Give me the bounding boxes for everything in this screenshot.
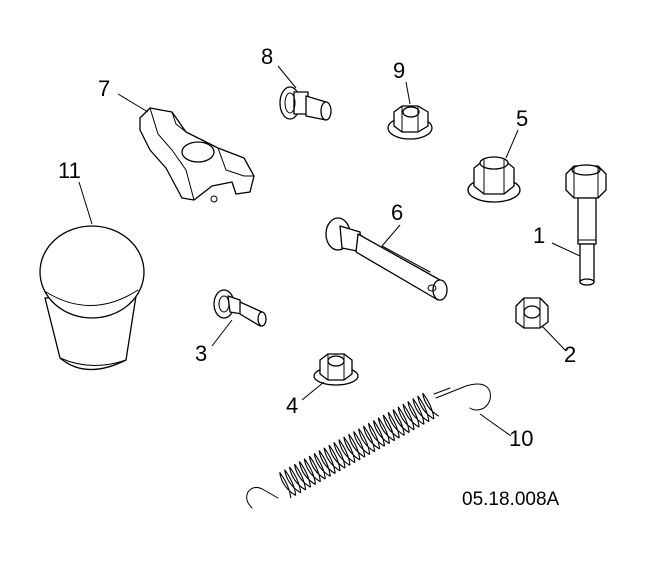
- callout-8: 8: [261, 44, 273, 69]
- callout-7: 7: [98, 76, 110, 101]
- leader-lines: [78, 65, 581, 437]
- callout-5: 5: [516, 106, 528, 131]
- callout-6: 6: [391, 200, 403, 225]
- callout-3: 3: [195, 341, 207, 366]
- part-9-flange-nut: [387, 105, 433, 140]
- callout-2: 2: [564, 342, 576, 367]
- part-4-flange-nut: [313, 353, 359, 386]
- part-11-knob: [39, 225, 145, 371]
- part-2-lock-nut: [515, 297, 549, 329]
- part-8-carriage-bolt: [279, 86, 332, 121]
- callout-10: 10: [509, 426, 533, 451]
- part-1-shoulder-bolt: [565, 164, 607, 286]
- part-3-carriage-bolt: [213, 289, 267, 327]
- part-10-spring: [246, 383, 491, 509]
- part-6-bolt: [325, 217, 448, 301]
- part-7-bracket: [139, 107, 255, 203]
- callout-11: 11: [58, 158, 81, 183]
- callout-9: 9: [393, 58, 405, 83]
- part-5-lock-nut: [467, 156, 521, 203]
- callouts: 11 7 8 9 5 1 6 2 3 4 10: [58, 44, 576, 451]
- callout-1: 1: [533, 223, 545, 248]
- callout-4: 4: [286, 393, 298, 418]
- drawing-reference: 05.18.008A: [462, 489, 560, 510]
